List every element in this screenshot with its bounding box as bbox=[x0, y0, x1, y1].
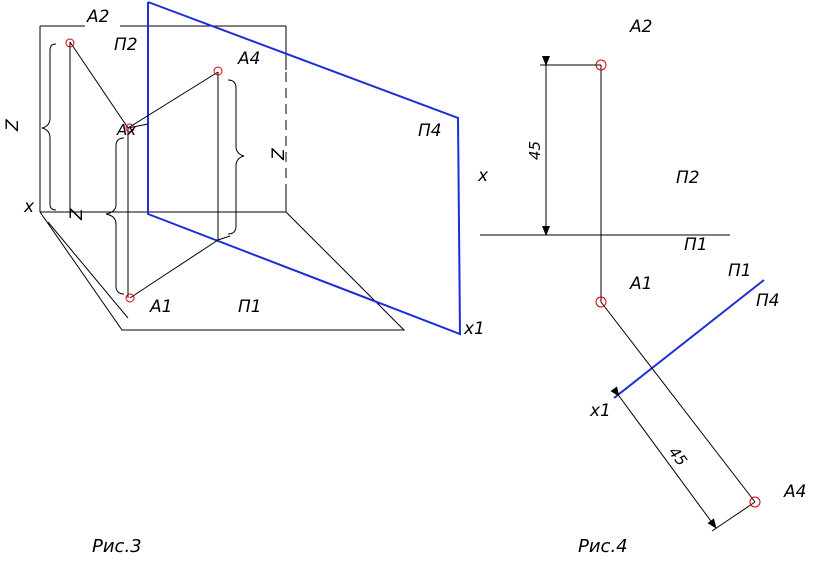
link-a1-a4 bbox=[600, 301, 756, 503]
dim-label-vertical: 45 bbox=[526, 141, 544, 160]
extension-line-a4 bbox=[711, 501, 756, 532]
label-a1: A1 bbox=[629, 274, 652, 294]
figure-3: A2 П2 A4 Ax П4 x Z Z Z A1 П1 x1 Рис.3 bbox=[3, 1, 485, 557]
label-z-mid: Z bbox=[67, 208, 87, 221]
label-x1: x1 bbox=[589, 401, 611, 421]
label-p1: П1 bbox=[684, 235, 708, 255]
label-a1: A1 bbox=[149, 297, 172, 317]
p2-plane-frame bbox=[39, 25, 287, 212]
label-p2: П2 bbox=[676, 168, 700, 188]
label-ax: Ax bbox=[116, 121, 136, 139]
dim-line-oblique bbox=[610, 386, 717, 529]
label-p4: П4 bbox=[756, 291, 780, 311]
label-a2: A2 bbox=[629, 17, 652, 37]
caption-fig3: Рис.3 bbox=[92, 536, 142, 557]
label-p4: П4 bbox=[418, 121, 442, 141]
label-a4: A4 bbox=[783, 482, 806, 502]
label-p1b: П1 bbox=[728, 261, 752, 281]
label-z-left: Z bbox=[3, 119, 23, 132]
p4-plane bbox=[147, 1, 462, 336]
z-brace-left bbox=[41, 43, 57, 211]
p1-plane-frame bbox=[39, 211, 406, 331]
label-x: x bbox=[477, 166, 489, 186]
point-a2 bbox=[595, 59, 607, 71]
dim-label-oblique: 45 bbox=[665, 443, 691, 469]
point-ax bbox=[125, 123, 135, 133]
point-a2 bbox=[65, 38, 75, 48]
point-a4 bbox=[749, 496, 761, 508]
label-p1: П1 bbox=[238, 297, 262, 317]
label-a4: A4 bbox=[237, 49, 260, 69]
label-p2: П2 bbox=[114, 35, 138, 55]
point-a1 bbox=[595, 296, 607, 308]
projection-lines bbox=[69, 41, 231, 299]
z-brace-right bbox=[227, 79, 245, 235]
point-a1 bbox=[125, 293, 135, 303]
figure-4: 45 45 A2 x П2 П1 A1 П1 П4 x1 A4 Рис.4 bbox=[477, 17, 806, 557]
z-brace-mid bbox=[105, 137, 125, 295]
label-a2: A2 bbox=[86, 7, 109, 27]
label-z-right: Z bbox=[269, 148, 289, 161]
label-x1: x1 bbox=[463, 319, 485, 339]
label-x: x bbox=[23, 197, 35, 217]
x1-axis-p1-p4 bbox=[613, 279, 765, 399]
caption-fig4: Рис.4 bbox=[578, 536, 628, 557]
point-a4 bbox=[213, 66, 223, 76]
